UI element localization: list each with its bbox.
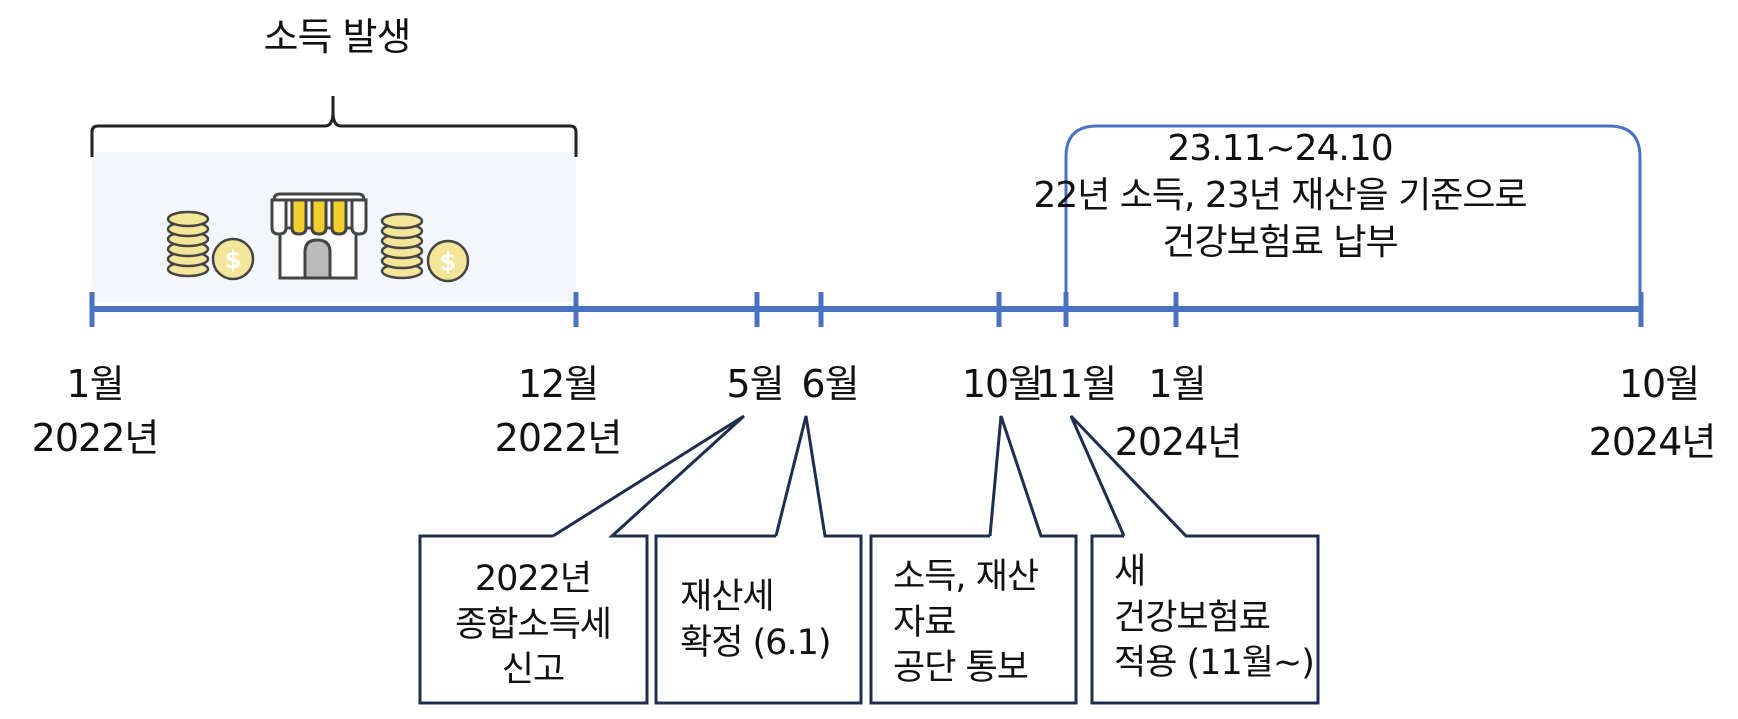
- svg-text:$: $: [440, 248, 457, 276]
- income-bracket: [90, 96, 578, 157]
- tick-label-year: 2022년: [31, 416, 160, 460]
- coin-icon: $: [211, 237, 255, 281]
- store-icon: [270, 192, 368, 280]
- callout-line: 재산세: [680, 577, 775, 617]
- tick-label-month: 10월: [1618, 362, 1700, 406]
- tick-label-month: 10월: [961, 362, 1043, 406]
- tick-label-month: 6월: [801, 362, 859, 406]
- callout-text-2: 재산세 확정 (6.1): [680, 575, 831, 666]
- period-line-2: 건강보험료 납부: [1162, 221, 1398, 263]
- tick-label-month: 1월: [1148, 362, 1206, 406]
- callout-line: 자료: [893, 602, 956, 643]
- tick-label-year: 2022년: [494, 416, 623, 460]
- tick-label-year: 2024년: [1588, 420, 1717, 464]
- coin-stack-icon: [380, 212, 424, 280]
- callout-box-1: [418, 414, 746, 705]
- period-range: 23.11~24.10: [1167, 128, 1393, 169]
- callout-line: 적용 (11월~): [1114, 643, 1315, 683]
- callout-line: 새: [1114, 552, 1146, 592]
- callout-box-4: [1069, 414, 1320, 705]
- callout-line: 2022년: [474, 559, 592, 599]
- callout-text-4: 새 건강보험료 적용 (11월~): [1114, 550, 1315, 687]
- svg-text:$: $: [225, 246, 242, 274]
- callout-text-3: 소득, 재산 자료 공단 통보: [893, 555, 1039, 692]
- callout-line: 공단 통보: [893, 648, 1029, 688]
- payment-period-text: 23.11~24.10 22년 소득, 23년 재산을 기준으로 건강보험료 납…: [1033, 126, 1527, 266]
- callout-line: 건강보험료: [1114, 597, 1271, 638]
- payment-period-bracket: [1064, 124, 1642, 310]
- period-line-1: 22년 소득, 23년 재산을 기준으로: [1033, 174, 1527, 216]
- coin-stack-icon: [166, 210, 210, 278]
- tick-label-year: 2024년: [1114, 420, 1243, 464]
- callout-text-1: 2022년 종합소득세 신고: [454, 557, 612, 694]
- callout-box-2: [654, 415, 863, 705]
- tick-label-month: 5월: [726, 362, 784, 406]
- callout-line: 신고: [501, 650, 565, 690]
- income-title: 소득 발생: [263, 15, 412, 59]
- tick-label-month: 1월: [66, 362, 124, 406]
- timeline-ticks: [89, 292, 1644, 327]
- coin-icon: $: [426, 239, 470, 283]
- callout-box-3: [869, 415, 1078, 705]
- callout-line: 소득, 재산: [893, 557, 1039, 597]
- tick-label-month: 12월: [517, 362, 599, 406]
- tick-label-month: 11월: [1035, 362, 1117, 406]
- callout-line: 확정 (6.1): [680, 622, 831, 663]
- callout-line: 종합소득세: [454, 604, 612, 645]
